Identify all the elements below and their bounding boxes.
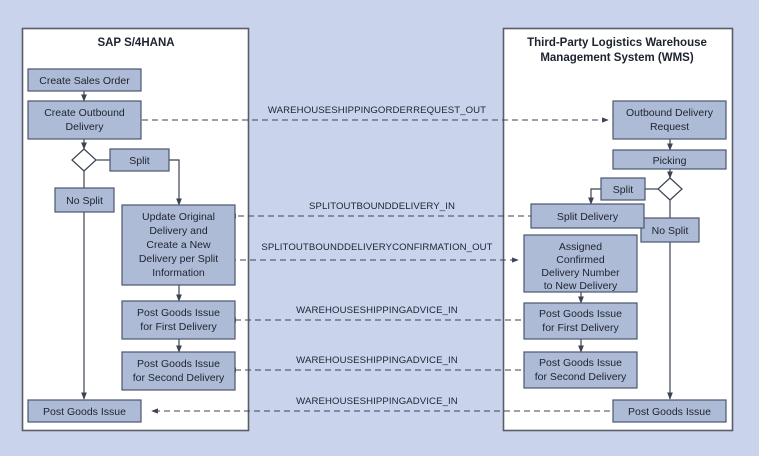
message-label-2: SPLITOUTBOUNDDELIVERY_IN	[309, 201, 455, 212]
svg-text:Post Goods Issue: Post Goods Issue	[539, 357, 622, 369]
svg-text:Delivery per Split: Delivery per Split	[139, 253, 218, 265]
node-split-delivery[interactable]: Split Delivery	[530, 203, 645, 229]
node-no-split-left-label: No Split	[66, 195, 103, 207]
node-post-goods-issue-right-label: Post Goods Issue	[628, 406, 711, 418]
svg-text:Assigned: Assigned	[559, 241, 602, 253]
message-label-6: WAREHOUSESHIPPINGADVICE_IN	[296, 396, 458, 407]
svg-text:Update Original: Update Original	[142, 211, 215, 223]
svg-text:for First Delivery: for First Delivery	[542, 322, 619, 334]
message-label-1: WAREHOUSESHIPPINGORDERREQUEST_OUT	[268, 105, 486, 116]
node-create-sales-order[interactable]: Create Sales Order	[27, 68, 142, 92]
node-assigned-confirmed-delivery[interactable]: Assigned Confirmed Delivery Number to Ne…	[523, 234, 638, 293]
decision-split-right	[657, 177, 683, 201]
svg-text:for First Delivery: for First Delivery	[140, 321, 217, 333]
node-no-split-right-label: No Split	[652, 225, 689, 237]
panel-wms-title-line2: Management System (WMS)	[540, 52, 694, 64]
svg-text:Post Goods Issue: Post Goods Issue	[539, 308, 622, 320]
node-outbound-delivery-request[interactable]: Outbound Delivery Request	[612, 100, 727, 140]
node-no-split-left[interactable]: No Split	[54, 187, 115, 213]
node-update-original-delivery[interactable]: Update Original Delivery and Create a Ne…	[121, 204, 236, 286]
svg-text:Post Goods Issue: Post Goods Issue	[137, 358, 220, 370]
decision-split-left	[71, 148, 97, 172]
svg-text:Delivery: Delivery	[66, 121, 105, 133]
message-label-4: WAREHOUSESHIPPINGADVICE_IN	[296, 305, 458, 316]
flow-split-to-update	[169, 159, 182, 206]
node-create-outbound-delivery[interactable]: Create Outbound Delivery	[27, 100, 142, 140]
node-pgi-first-delivery-right[interactable]: Post Goods Issue for First Delivery	[523, 302, 638, 340]
node-pgi-second-delivery-right[interactable]: Post Goods Issue for Second Delivery	[523, 351, 638, 389]
svg-text:Outbound Delivery: Outbound Delivery	[626, 107, 714, 119]
node-no-split-right[interactable]: No Split	[640, 217, 700, 243]
svg-text:for Second Delivery: for Second Delivery	[535, 371, 627, 383]
svg-text:Delivery Number: Delivery Number	[541, 267, 620, 279]
message-label-5: WAREHOUSESHIPPINGADVICE_IN	[296, 355, 458, 366]
node-split-left[interactable]: Split	[109, 148, 170, 172]
svg-text:Request: Request	[650, 121, 689, 133]
svg-text:Create Outbound: Create Outbound	[44, 107, 125, 119]
node-split-delivery-label: Split Delivery	[557, 211, 619, 223]
node-split-left-label: Split	[129, 155, 150, 167]
svg-text:Information: Information	[152, 267, 205, 279]
message-label-3: SPLITOUTBOUNDDELIVERYCONFIRMATION_OUT	[261, 242, 492, 253]
node-pgi-second-delivery-left[interactable]: Post Goods Issue for Second Delivery	[121, 351, 236, 391]
svg-text:Post Goods Issue: Post Goods Issue	[137, 307, 220, 319]
node-create-sales-order-label: Create Sales Order	[39, 75, 130, 87]
flow-split-to-splitdelivery	[588, 188, 601, 205]
svg-text:to New Delivery: to New Delivery	[544, 280, 618, 292]
node-pgi-first-delivery-left[interactable]: Post Goods Issue for First Delivery	[121, 300, 236, 340]
node-picking-label: Picking	[653, 155, 687, 167]
svg-text:for Second Delivery: for Second Delivery	[133, 372, 225, 384]
node-post-goods-issue-left[interactable]: Post Goods Issue	[27, 399, 142, 423]
node-split-right[interactable]: Split	[600, 177, 646, 201]
panel-wms-title-line1: Third-Party Logistics Warehouse	[527, 37, 707, 49]
node-post-goods-issue-right[interactable]: Post Goods Issue	[612, 399, 727, 423]
node-post-goods-issue-left-label: Post Goods Issue	[43, 406, 126, 418]
svg-text:Confirmed: Confirmed	[556, 254, 605, 266]
svg-text:Create a New: Create a New	[146, 239, 211, 251]
node-split-right-label: Split	[613, 184, 634, 196]
node-picking[interactable]: Picking	[612, 149, 727, 170]
svg-text:Delivery and: Delivery and	[149, 225, 208, 237]
panel-sap-title: SAP S/4HANA	[97, 37, 174, 49]
